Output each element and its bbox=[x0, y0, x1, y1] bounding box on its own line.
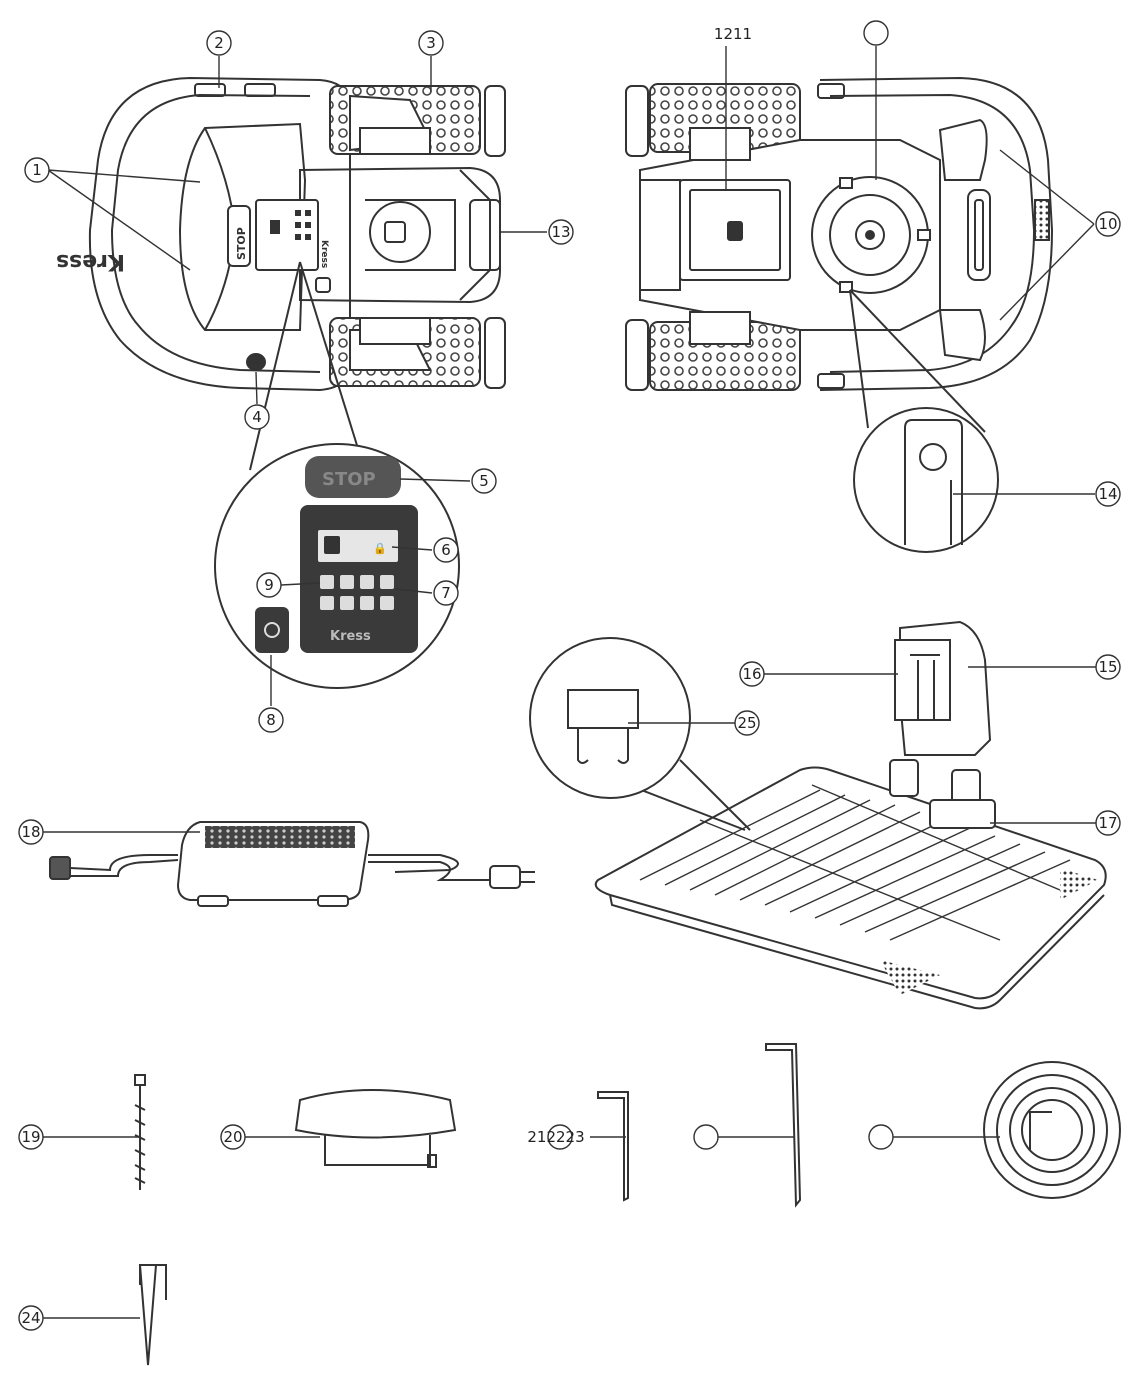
callout-8: 8 bbox=[266, 711, 276, 729]
callout-25: 25 bbox=[737, 714, 756, 732]
callout-20-circle bbox=[220, 1124, 246, 1150]
mower-bottom-view bbox=[625, 76, 1054, 391]
callout-5-circle bbox=[471, 468, 497, 494]
control-panel-detail bbox=[214, 261, 460, 689]
callout-blank-c-circle bbox=[868, 1124, 894, 1150]
callout-16-circle bbox=[739, 661, 765, 687]
callout-17: 17 bbox=[1098, 814, 1117, 832]
callout-13: 13 bbox=[551, 223, 570, 241]
callout-19: 19 bbox=[21, 1128, 40, 1146]
callout-24-circle bbox=[18, 1305, 44, 1331]
callout-13-circle bbox=[548, 219, 574, 245]
callout-10-circle bbox=[1095, 211, 1121, 237]
callout-20: 20 bbox=[223, 1128, 242, 1146]
callout-9-circle bbox=[256, 572, 282, 598]
callout-8-circle bbox=[258, 707, 284, 733]
mower-top-view bbox=[88, 76, 506, 392]
callout-4-circle bbox=[244, 404, 270, 430]
callout-25-circle bbox=[734, 710, 760, 736]
callout-lines-detail bbox=[270, 478, 471, 706]
callout-18: 18 bbox=[21, 823, 40, 841]
callout-9: 9 bbox=[264, 576, 274, 594]
callout-1-circle bbox=[24, 157, 50, 183]
callout-1: 1 bbox=[32, 161, 42, 179]
callout-6: 6 bbox=[441, 541, 451, 559]
callout-15: 15 bbox=[1098, 658, 1117, 676]
callout-7-circle bbox=[433, 580, 459, 606]
callout-212223-circle bbox=[547, 1124, 573, 1150]
mower-stop-label: STOP bbox=[235, 227, 248, 260]
callout-14-circle bbox=[1095, 481, 1121, 507]
callout-lines-station bbox=[628, 666, 1096, 824]
callout-14: 14 bbox=[1098, 485, 1117, 503]
callout-24: 24 bbox=[21, 1309, 40, 1327]
callout-lines-top bbox=[47, 56, 547, 405]
callout-212223: 212223 bbox=[527, 1128, 584, 1146]
callout-18-circle bbox=[18, 819, 44, 845]
callout-16: 16 bbox=[742, 665, 761, 683]
charging-station bbox=[594, 620, 1107, 1010]
control-panel-brand: Kress bbox=[330, 629, 371, 644]
callout-blank-a-circle bbox=[863, 20, 889, 46]
blade-detail bbox=[849, 289, 999, 553]
callout-4: 4 bbox=[252, 408, 262, 426]
callout-lines-bottom bbox=[725, 46, 1095, 495]
callout-lines-accessories bbox=[43, 1136, 1000, 1319]
callout-1211: 1211 bbox=[714, 25, 752, 43]
callout-3: 3 bbox=[426, 34, 436, 52]
callout-5: 5 bbox=[479, 472, 489, 490]
callout-15-circle bbox=[1095, 654, 1121, 680]
callout-3-circle bbox=[418, 30, 444, 56]
callout-6-circle bbox=[433, 537, 459, 563]
callout-19-circle bbox=[18, 1124, 44, 1150]
accessories bbox=[134, 1043, 1121, 1366]
callout-2: 2 bbox=[214, 34, 224, 52]
callout-10: 10 bbox=[1098, 215, 1117, 233]
mower-brand-logo: Kress bbox=[56, 249, 125, 274]
callout-17-circle bbox=[1095, 810, 1121, 836]
stop-button-label: STOP bbox=[322, 469, 376, 490]
callout-7: 7 bbox=[441, 584, 451, 602]
power-supply bbox=[49, 821, 535, 907]
callout-blank-b-circle bbox=[693, 1124, 719, 1150]
callout-2-circle bbox=[206, 30, 232, 56]
peg-detail bbox=[529, 637, 751, 831]
screen-lock-icon: 🔒 bbox=[373, 542, 387, 555]
mower-side-brand: Kress bbox=[319, 240, 329, 268]
